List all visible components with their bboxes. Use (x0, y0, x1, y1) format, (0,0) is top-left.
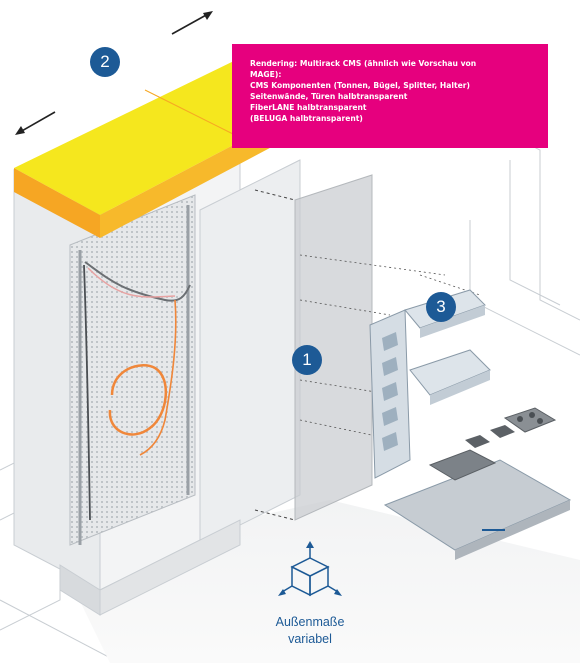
fiber-upper-run (84, 261, 191, 302)
caption-line-1: Außenmaße (275, 615, 345, 629)
roof-top (14, 58, 300, 215)
annotation-line-4: Seitenwände, Türen halbtransparent (250, 92, 408, 101)
cube-dimensions-icon (278, 541, 342, 597)
annotation-line-5: FiberLANE halbtransparent (250, 103, 367, 112)
fiber-vertical-drop (83, 264, 91, 521)
fiber-right-run (139, 299, 177, 456)
side-wall-guide-top (254, 189, 296, 201)
badge-cabinet: 2 (90, 47, 120, 77)
cabinet-rear-panel (199, 159, 301, 546)
roof-joint (144, 89, 236, 136)
badge-side-wall: 1 (292, 345, 322, 375)
caption-line-2: variabel (288, 632, 332, 646)
fiber-loop (108, 364, 168, 436)
annotation-line-1: Rendering: Multirack CMS (ähnlich wie Vo… (250, 59, 477, 68)
cms-base-plate (383, 449, 572, 560)
side-wall-panel (294, 174, 373, 521)
annotation-line-2: MAGE): (250, 70, 282, 79)
rendering-annotation: Rendering: Multirack CMS (ähnlich wie Vo… (232, 44, 548, 148)
dimension-caption: Außenmaße variabel (240, 614, 380, 648)
annotation-line-6: (BELUGA halbtransparent) (250, 114, 363, 123)
cms-splitter-modules (465, 407, 557, 448)
perforated-mounting-panel (69, 194, 196, 546)
annotation-line-3: CMS Komponenten (Tonnen, Bügel, Splitter… (250, 81, 470, 90)
fiber-upper-run-pink (87, 267, 176, 298)
cms-bracket-vertical (369, 309, 411, 479)
cabinet-plinth-side (59, 564, 101, 616)
cms-tray-middle (409, 349, 491, 405)
fiber-cables (83, 261, 191, 521)
roof-left-edge (14, 168, 100, 238)
direction-arrow-icon-back (15, 111, 56, 135)
direction-arrow-icon (171, 11, 213, 35)
side-wall-guide-bottom (254, 509, 296, 521)
badge-components: 3 (426, 292, 456, 322)
